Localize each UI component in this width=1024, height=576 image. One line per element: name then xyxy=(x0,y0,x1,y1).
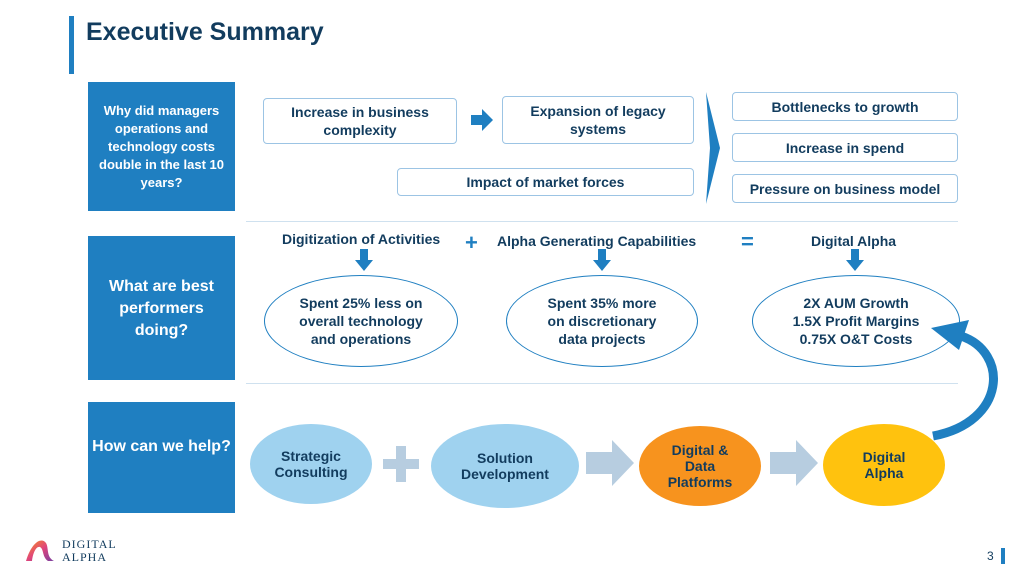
chevron-right-icon xyxy=(706,92,720,204)
page-number-accent-bar xyxy=(1001,548,1005,564)
section-divider xyxy=(246,383,958,384)
question-best-performers: What are best performers doing? xyxy=(88,236,235,380)
down-arrow-icon xyxy=(355,249,373,271)
curved-arrow-icon xyxy=(931,320,998,441)
box-pressure-on-business-model: Pressure on business model xyxy=(732,174,958,203)
outcome-ot-costs: 0.75X O&T Costs xyxy=(799,331,913,347)
ellipse-outcomes: 2X AUM Growth 1.5X Profit Margins 0.75X … xyxy=(752,275,960,367)
section-divider xyxy=(246,221,958,222)
logo-line-digital: DIGITAL xyxy=(62,537,117,551)
page-number: 3 xyxy=(987,549,994,563)
right-arrow-icon xyxy=(471,109,493,131)
header-alpha-generating-capabilities: Alpha Generating Capabilities xyxy=(497,233,697,249)
outcome-aum-growth: 2X AUM Growth xyxy=(803,295,909,311)
box-expansion-legacy-systems: Expansion of legacy systems xyxy=(502,96,694,144)
right-arrow-icon xyxy=(586,440,634,486)
box-increase-business-complexity: Increase in business complexity xyxy=(263,98,457,144)
box-impact-market-forces: Impact of market forces xyxy=(397,168,694,196)
oval-digital-alpha: Digital Alpha xyxy=(823,424,945,506)
ellipse-spent-more: Spent 35% more on discretionary data pro… xyxy=(506,275,698,367)
ellipse-spent-less: Spent 25% less on overall technology and… xyxy=(264,275,458,367)
plus-icon xyxy=(383,446,419,482)
title-accent-bar xyxy=(69,16,74,74)
header-digital-alpha: Digital Alpha xyxy=(811,233,897,249)
question-how-can-we-help: How can we help? xyxy=(88,402,235,513)
oval-strategic-consulting: Strategic Consulting xyxy=(250,424,372,504)
logo-wordmark: DIGITAL ALPHA xyxy=(62,538,117,564)
plus-symbol: + xyxy=(465,230,478,255)
page-title: Executive Summary xyxy=(86,18,324,46)
equals-symbol: = xyxy=(741,229,754,254)
down-arrow-icon xyxy=(593,249,611,271)
oval-digital-data-platforms: Digital & Data Platforms xyxy=(639,426,761,506)
right-arrow-icon xyxy=(770,440,818,486)
box-increase-in-spend: Increase in spend xyxy=(732,133,958,162)
digital-alpha-logo-icon xyxy=(26,540,54,561)
question-why-costs-doubled: Why did managers operations and technolo… xyxy=(88,82,235,211)
outcome-profit-margins: 1.5X Profit Margins xyxy=(792,313,920,329)
box-bottlenecks-to-growth: Bottlenecks to growth xyxy=(732,92,958,121)
down-arrow-icon xyxy=(846,249,864,271)
logo-line-alpha: ALPHA xyxy=(62,550,108,564)
oval-solution-development: Solution Development xyxy=(431,424,579,508)
header-digitization-of-activities: Digitization of Activities xyxy=(282,231,441,247)
